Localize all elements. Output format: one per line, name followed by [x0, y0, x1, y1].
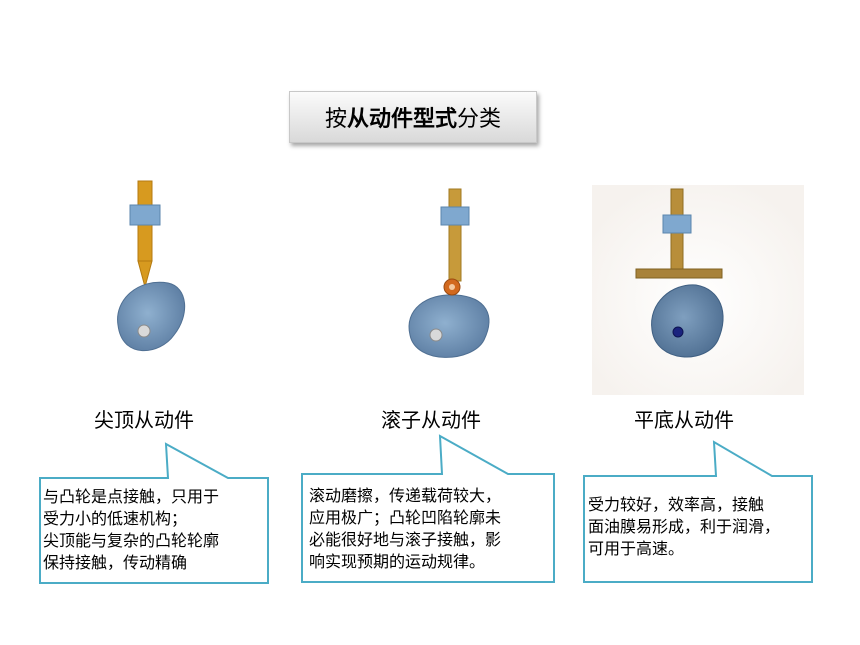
roller-follower-figure	[408, 188, 490, 358]
guide-block	[129, 204, 161, 226]
callout-line: 响实现预期的运动规律。	[309, 552, 486, 571]
roller-pin	[449, 284, 455, 290]
callout-outline	[301, 434, 555, 583]
roller-follower-label: 滚子从动件	[381, 408, 481, 432]
callout-line: 尖顶能与复杂的凸轮轮廓	[43, 531, 220, 550]
callout-line: 滚动磨擦，传递载荷较大，	[309, 486, 502, 505]
callout-line: 受力较好，效率高，接触	[588, 495, 765, 514]
callout-text-1: 与凸轮是点接触，只用于 受力小的低速机构； 尖顶能与复杂的凸轮轮廓 保持接触，传…	[43, 486, 219, 574]
callout-line: 与凸轮是点接触，只用于	[43, 487, 220, 506]
cam-disk	[408, 294, 490, 358]
title-prefix: 按	[324, 107, 347, 132]
callout-outline	[583, 440, 813, 583]
callout-box-3	[583, 440, 813, 583]
knife-edge-follower-label: 尖顶从动件	[94, 408, 194, 432]
callout-text-2: 滚动磨擦，传递载荷较大， 应用极广；凸轮凹陷轮廓未 必能很好地与滚子接触，影 响…	[309, 485, 501, 573]
guide-block	[662, 214, 692, 234]
cam-shaft	[137, 324, 151, 338]
cam-disk	[117, 281, 186, 352]
callout-line: 受力小的低速机构；	[43, 509, 188, 528]
callout-line: 可用于高速。	[588, 539, 685, 558]
callout-outline	[39, 442, 269, 584]
cam-shaft	[672, 326, 684, 338]
callout-line: 面油膜易形成，利于润滑，	[588, 517, 781, 536]
cam-shaft	[429, 328, 443, 342]
callout-line: 保持接触，传动精确	[43, 553, 188, 572]
cam-disk	[651, 284, 724, 358]
knife-edge-tip	[137, 260, 153, 289]
guide-block	[440, 206, 470, 226]
flat-faced-follower-label: 平底从动件	[634, 408, 734, 432]
callout-text-3: 受力较好，效率高，接触 面油膜易形成，利于润滑， 可用于高速。	[588, 494, 780, 560]
title-suffix: 分类	[457, 107, 502, 132]
callout-line: 必能很好地与滚子接触，影	[309, 530, 502, 549]
knife-edge-follower-figure	[117, 180, 186, 352]
follower-rod	[448, 188, 462, 282]
title-bold: 从动件型式	[346, 107, 457, 132]
callout-box-1	[39, 442, 269, 584]
flat-faced-follower-figure	[592, 185, 804, 395]
callout-box-2	[301, 434, 555, 583]
callout-line: 应用极广；凸轮凹陷轮廓未	[309, 508, 502, 527]
flat-face	[635, 268, 723, 279]
title-box: 按从动件型式分类	[289, 91, 537, 143]
